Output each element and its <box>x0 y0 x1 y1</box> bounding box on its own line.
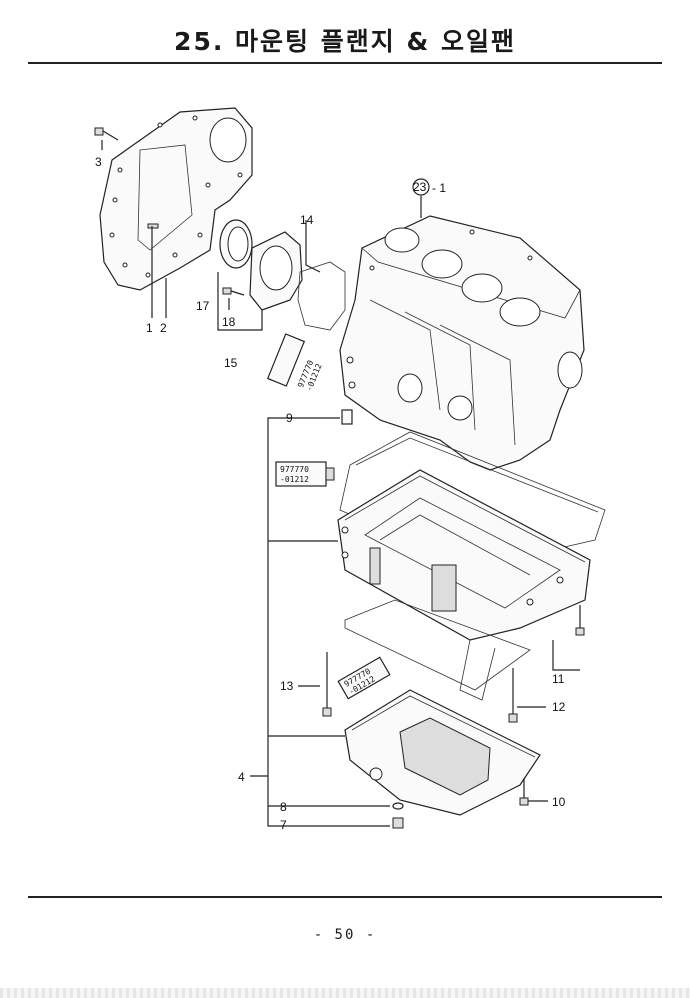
oil-pan-bolt-11 <box>575 605 585 636</box>
callout-14: 14 <box>300 213 314 227</box>
scan-edge <box>0 988 690 998</box>
callout-23-circle <box>412 178 430 196</box>
callout-1: 1 <box>146 321 153 335</box>
oil-seal-case <box>249 231 303 311</box>
callout-8: 8 <box>280 800 287 814</box>
sealant-tube-1: 977770 -01212 <box>266 333 324 392</box>
callout-2: 2 <box>160 321 167 335</box>
drain-plug-washer <box>392 802 404 810</box>
dowel-pin <box>341 409 353 425</box>
callout-23-suffix: - 1 <box>432 181 446 195</box>
callout-4: 4 <box>238 770 245 784</box>
callout-12: 12 <box>552 700 566 714</box>
callout-13: 13 <box>280 679 294 693</box>
cylinder-block <box>339 215 585 471</box>
callout-10: 10 <box>552 795 566 809</box>
sealant-tube-2: 977770 -01212 <box>275 461 335 487</box>
exploded-parts-diagram: 977770 -01212 977770 -01212 977770 -0121… <box>94 107 606 832</box>
callout-9: 9 <box>286 411 293 425</box>
seal-case-bolt <box>222 287 245 296</box>
oil-pan-frame <box>337 469 591 701</box>
callout-3: 3 <box>95 155 102 169</box>
footer-divider <box>28 896 662 898</box>
drain-plug <box>392 817 404 829</box>
oil-seal <box>219 219 253 269</box>
callout-17: 17 <box>196 299 210 313</box>
mounting-flange <box>99 107 253 291</box>
callout-7: 7 <box>280 818 287 832</box>
sealant-tube-3: 977770 -01212 <box>337 656 391 700</box>
title-divider <box>28 62 662 64</box>
lower-oil-pan <box>344 689 541 816</box>
page-number: - 50 - <box>313 927 377 943</box>
sealant-code-line2: -01212 <box>280 475 309 484</box>
oil-pan-bolt-12 <box>508 668 518 723</box>
callout-11: 11 <box>552 672 565 686</box>
callout-15: 15 <box>224 356 238 370</box>
seal-case-gasket <box>297 261 346 331</box>
sealant-code-line1: 977770 <box>280 465 309 474</box>
callout-23: 23 <box>413 180 427 194</box>
callout-18: 18 <box>222 315 236 329</box>
lower-oil-pan-gasket <box>344 599 531 691</box>
page-title: 25. 마운팅 플랜지 & 오일팬 <box>174 27 516 56</box>
flange-bolt <box>94 127 119 141</box>
oil-pan-bolt-13 <box>322 652 332 717</box>
leader-lines <box>101 140 580 827</box>
